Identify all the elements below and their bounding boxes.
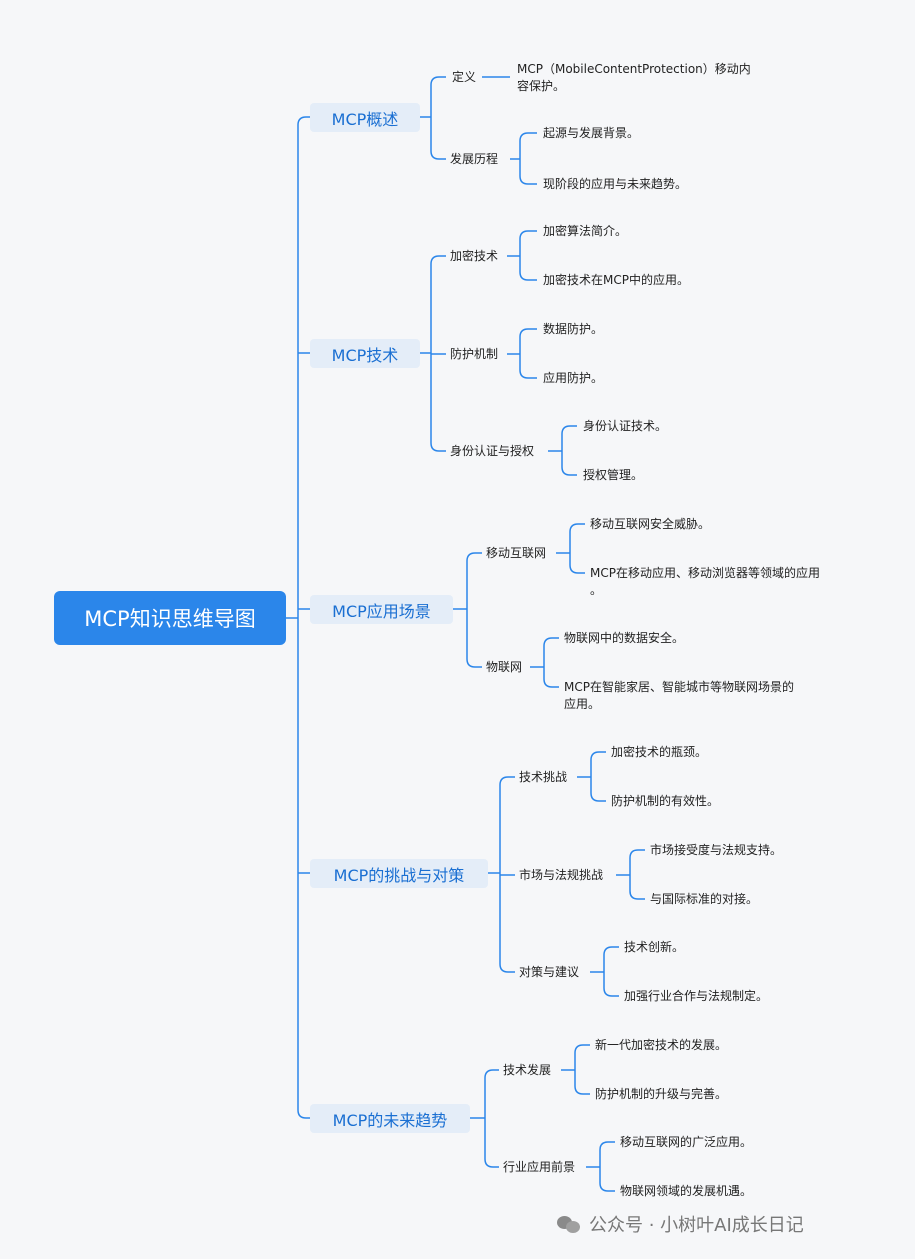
leaf-node[interactable]: 应用防护。 — [543, 371, 604, 385]
leaf-node[interactable]: 物联网领域的发展机遇。 — [620, 1184, 753, 1198]
watermark-text: 公众号 · 小树叶AI成长日记 — [589, 1215, 804, 1236]
subtopic-node[interactable]: 行业应用前景 — [503, 1160, 576, 1174]
subtopic-node[interactable]: 移动互联网 — [486, 546, 547, 560]
leaf-node[interactable]: 市场接受度与法规支持。 — [650, 843, 783, 857]
leaf-node[interactable]: 数据防护。 — [543, 322, 604, 336]
leaf-node[interactable]: 现阶段的应用与未来趋势。 — [543, 177, 688, 191]
subtopic-node[interactable]: 技术挑战 — [519, 770, 568, 784]
leaf-node[interactable]: 移动互联网安全威胁。 — [590, 517, 711, 531]
subtopic-node[interactable]: 技术发展 — [503, 1063, 552, 1077]
connector-line — [561, 425, 577, 476]
leaf-line: MCP在智能家居、智能城市等物联网场景的 — [564, 680, 794, 694]
connector-line — [430, 76, 446, 160]
subtopic-node[interactable]: 身份认证与授权 — [450, 444, 535, 458]
subtopic-node[interactable]: 对策与建议 — [519, 965, 580, 979]
leaf-line: MCP（MobileContentProtection）移动内 — [517, 62, 751, 76]
connector-line — [466, 552, 482, 668]
connector-line — [484, 1069, 499, 1168]
subtopic-node[interactable]: 加密技术 — [450, 249, 499, 263]
connector-line — [519, 132, 537, 185]
topic-node[interactable]: MCP技术 — [310, 339, 420, 368]
connector-line — [599, 1141, 615, 1192]
leaf-line: 。 — [590, 583, 603, 597]
leaf-node[interactable]: 防护机制的升级与完善。 — [595, 1087, 728, 1101]
connector-line — [519, 328, 537, 379]
leaf-line: 应用。 — [564, 697, 601, 711]
leaf-node[interactable]: 物联网中的数据安全。 — [564, 631, 685, 645]
leaf-node[interactable]: 物联网中的数据安全。 MCP在移动应用、移动浏览器等领域的应用 。 — [590, 565, 820, 599]
subtopic-node[interactable]: 发展历程 — [450, 152, 499, 166]
topic-node[interactable]: MCP应用场景 — [310, 595, 453, 624]
leaf-node[interactable]: 加强行业合作与法规制定。 — [624, 989, 769, 1003]
subtopic-node[interactable]: 市场与法规挑战 — [519, 868, 604, 882]
leaf-node[interactable]: MCP在智能家居、智能城市等物联网场景的 应用。 — [564, 679, 794, 713]
subtopic-node[interactable]: 防护机制 — [450, 347, 499, 361]
connector-line — [629, 849, 645, 900]
connector-line — [603, 946, 619, 997]
connector-line — [297, 116, 310, 1119]
leaf-node[interactable]: 加密算法简介。 — [543, 224, 628, 238]
connector-line — [543, 637, 559, 688]
watermark: 公众号 · 小树叶AI成长日记 — [557, 1211, 804, 1237]
leaf-node[interactable]: 移动互联网的广泛应用。 — [620, 1135, 753, 1149]
topic-node[interactable]: MCP的挑战与对策 — [310, 859, 488, 888]
leaf-line: MCP在移动应用、移动浏览器等领域的应用 — [590, 566, 820, 580]
leaf-line: 容保护。 — [517, 79, 566, 93]
leaf-node[interactable]: 起源与发展背景。 — [543, 126, 640, 140]
leaf-node[interactable]: 技术创新。 — [624, 940, 685, 954]
connector-line — [590, 751, 606, 802]
wechat-icon — [557, 1214, 581, 1234]
connector-line — [519, 230, 537, 281]
leaf-node[interactable]: 加密技术在MCP中的应用。 — [543, 273, 689, 287]
leaf-node[interactable]: 防护机制的有效性。 — [611, 794, 720, 808]
leaf-node[interactable]: 与国际标准的对接。 — [650, 892, 759, 906]
subtopic-node[interactable]: 定义 — [452, 70, 477, 84]
leaf-node[interactable]: 授权管理。 — [583, 468, 644, 482]
leaf-node[interactable]: MCP（MobileContentProtection）移动内 容保护。 — [517, 61, 751, 95]
leaf-node[interactable]: 新一代加密技术的发展。 — [595, 1038, 728, 1052]
root-node[interactable]: MCP知识思维导图 — [54, 591, 286, 645]
topic-node[interactable]: MCP的未来趋势 — [310, 1104, 470, 1133]
leaf-node[interactable]: 身份认证技术。 — [583, 419, 668, 433]
topic-node[interactable]: MCP概述 — [310, 103, 420, 132]
connector-line — [574, 1044, 590, 1095]
subtopic-node[interactable]: 物联网 — [486, 660, 523, 674]
leaf-node[interactable]: 加密技术的瓶颈。 — [611, 745, 708, 759]
connector-line — [569, 523, 585, 574]
